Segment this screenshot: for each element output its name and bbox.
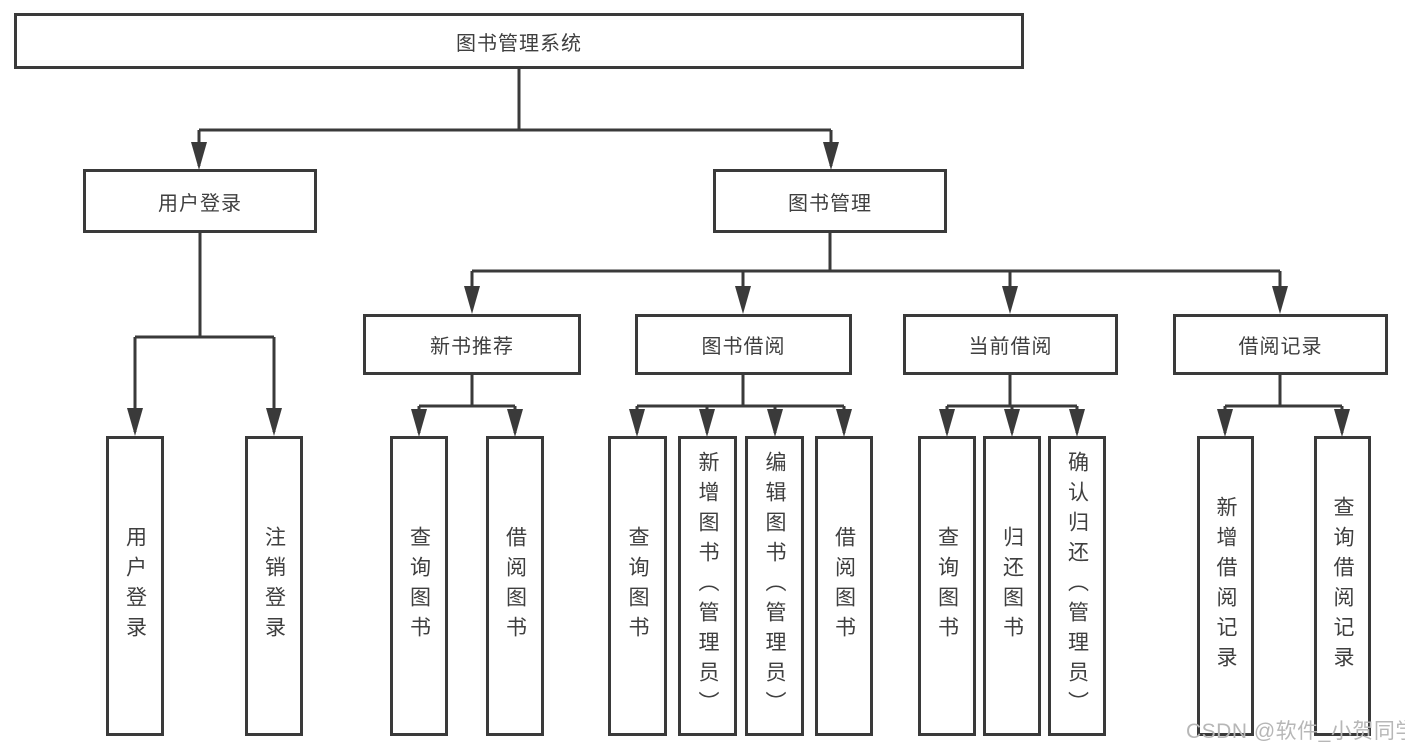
leaf-records-add-record: 新增借阅记录 <box>1197 436 1254 736</box>
leaf-borrow-add-books: 新增图书（管理员） <box>678 436 737 736</box>
leaf-current-confirm-return-label: 确认归还（管理员） <box>1065 451 1089 721</box>
leaf-user-login-label: 用户登录 <box>123 526 147 646</box>
node-root: 图书管理系统 <box>14 13 1024 69</box>
leaf-borrow-borrow-books-label: 借阅图书 <box>832 526 856 646</box>
leaf-current-return-books: 归还图书 <box>983 436 1041 736</box>
node-current-borrowing: 当前借阅 <box>903 314 1118 375</box>
leaf-records-add-record-label: 新增借阅记录 <box>1214 496 1237 676</box>
node-user-login: 用户登录 <box>83 169 317 233</box>
watermark: CSDN @软件_小贺同学 <box>1186 720 1405 743</box>
leaf-borrow-add-books-label: 新增图书（管理员） <box>696 451 719 721</box>
leaf-borrow-borrow-books: 借阅图书 <box>815 436 873 736</box>
node-book-borrowing: 图书借阅 <box>635 314 852 375</box>
leaf-records-query-record-label: 查询借阅记录 <box>1331 496 1354 676</box>
node-new-book-recommendation: 新书推荐 <box>363 314 581 375</box>
leaf-borrow-edit-books: 编辑图书（管理员） <box>745 436 804 736</box>
leaf-recommend-borrow-books-label: 借阅图书 <box>503 526 527 646</box>
leaf-borrow-query-books-label: 查询图书 <box>626 526 649 646</box>
leaf-current-query-books-label: 查询图书 <box>935 526 959 646</box>
leaf-current-confirm-return: 确认归还（管理员） <box>1048 436 1106 736</box>
leaf-logout-label: 注销登录 <box>262 526 286 646</box>
leaf-current-return-books-label: 归还图书 <box>1000 526 1024 646</box>
leaf-user-login: 用户登录 <box>106 436 164 736</box>
leaf-logout: 注销登录 <box>245 436 303 736</box>
connector-lines <box>133 69 1344 433</box>
node-borrowing-records: 借阅记录 <box>1173 314 1388 375</box>
leaf-borrow-query-books: 查询图书 <box>608 436 667 736</box>
leaf-records-query-record: 查询借阅记录 <box>1314 436 1371 736</box>
leaf-recommend-borrow-books: 借阅图书 <box>486 436 544 736</box>
leaf-current-query-books: 查询图书 <box>918 436 976 736</box>
node-book-management: 图书管理 <box>713 169 947 233</box>
arrowheads <box>127 142 1350 437</box>
leaf-recommend-query-books: 查询图书 <box>390 436 448 736</box>
leaf-borrow-edit-books-label: 编辑图书（管理员） <box>763 451 786 721</box>
leaf-recommend-query-books-label: 查询图书 <box>407 526 431 646</box>
